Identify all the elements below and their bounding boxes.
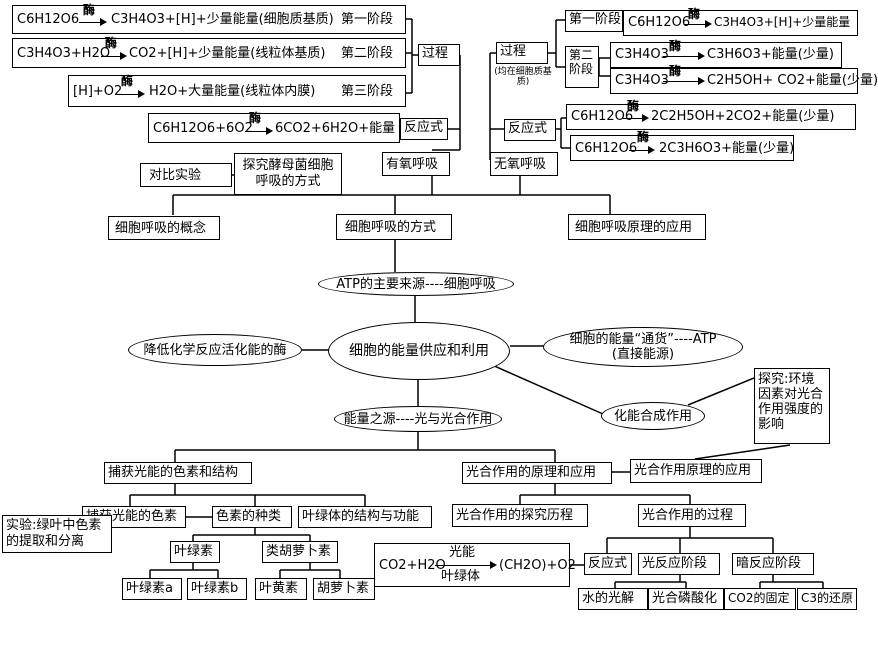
compare-exp-box: 对比实验 bbox=[140, 163, 232, 187]
aerobic-eq1-box: C6H12O6 酶 C3H4O3+[H]+少量能量(细胞质基质) 第一阶段 bbox=[12, 3, 406, 34]
resp-concept-box: 细胞呼吸的概念 bbox=[108, 216, 220, 240]
center-ellipse: 细胞的能量供应和利用 bbox=[328, 322, 510, 380]
eq-right: 2C2H5OH+2CO2+能量(少量) bbox=[651, 109, 835, 124]
eq-right: C2H5OH+ CO2+能量(少量) bbox=[707, 73, 878, 88]
anaerobic-title-box: 无氧呼吸 bbox=[490, 152, 558, 176]
eq-right: C3H6O3+能量(少量) bbox=[707, 47, 834, 62]
aerobic-formula-box: 反应式 bbox=[400, 118, 448, 140]
xanthophyll-box: 叶黄素 bbox=[255, 578, 307, 600]
eq-left: C6H12O6 bbox=[17, 12, 80, 27]
anaerobic-s1-eq-box: C6H12O6 酶 C3H4O3+[H]+少量能量 bbox=[623, 7, 858, 36]
co2-fix-box: CO2的固定 bbox=[724, 588, 796, 610]
aerobic-total-eq-box: C6H12O6+6O2 酶 6CO2+6H2O+能量 bbox=[148, 111, 400, 143]
chemosynthesis-ellipse: 化能合成作用 bbox=[601, 402, 705, 430]
enzyme-label: 酶 bbox=[627, 99, 640, 113]
atp-source-ellipse: ATP的主要来源----细胞呼吸 bbox=[318, 272, 514, 296]
enzyme-label: 酶 bbox=[121, 74, 134, 88]
pigment-structure-box: 捕获光能的色素和结构 bbox=[104, 462, 252, 484]
stage-label: 第二阶段 bbox=[341, 46, 394, 61]
chl-b-box: 叶绿素b bbox=[187, 578, 247, 600]
eq-left: C6H12O6+6O2 bbox=[153, 121, 253, 136]
reaction-arrow-icon bbox=[101, 52, 127, 60]
photo-formula-box: 反应式 bbox=[584, 553, 632, 575]
chloroplast-box: 叶绿体的结构与功能 bbox=[298, 506, 432, 528]
photo-eq-top: 光能 bbox=[449, 545, 476, 560]
aerobic-process-box: 过程 bbox=[418, 44, 460, 66]
resp-mode-box: 细胞呼吸的方式 bbox=[336, 214, 452, 240]
aerobic-eq2-box: C3H4O3+H2O 酶 CO2+[H]+少量能量(线粒体基质) 第二阶段 bbox=[12, 36, 406, 68]
photo-eq-bottom: 叶绿体 bbox=[441, 569, 481, 584]
stage-label: 第三阶段 bbox=[341, 84, 394, 99]
water-split-box: 水的光解 bbox=[578, 588, 648, 610]
eq-right: 6CO2+6H2O+能量 bbox=[275, 121, 396, 136]
reaction-arrow-icon bbox=[684, 20, 712, 28]
carotenoids-box: 类胡萝卜素 bbox=[262, 541, 338, 563]
photo-principle-app-box: 光合作用原理的应用 bbox=[630, 459, 762, 483]
eq-left: C3H4O3 bbox=[615, 47, 669, 62]
explore-yeast-box: 探究酵母菌细胞呼吸的方式 bbox=[234, 153, 342, 195]
enzyme-label: 酶 bbox=[688, 7, 701, 21]
pigment-kinds-box: 色素的种类 bbox=[212, 506, 292, 528]
resp-application-box: 细胞呼吸原理的应用 bbox=[568, 214, 706, 240]
enzyme-label: 酶 bbox=[83, 3, 96, 17]
eq-left: C6H12O6 bbox=[628, 15, 691, 30]
photo-principle-box: 光合作用的原理和应用 bbox=[462, 462, 612, 484]
anaerobic-process-box: 过程 bbox=[496, 42, 548, 64]
experiment-box: 实验:绿叶中色素的提取和分离 bbox=[2, 515, 112, 553]
enzyme-label: 酶 bbox=[249, 111, 262, 125]
chl-a-box: 叶绿素a bbox=[122, 578, 182, 600]
atp-direct-label: (直接能源) bbox=[611, 347, 675, 362]
photo-eq-right: (CH2O)+O2 bbox=[499, 558, 576, 573]
eq-right: H2O+大量能量(线粒体内膜) bbox=[149, 84, 316, 99]
carotene-box: 胡萝卜素 bbox=[313, 578, 375, 600]
eq-left: C6H12O6 bbox=[571, 109, 634, 124]
reaction-arrow-icon bbox=[663, 77, 705, 85]
light-stage-box: 光反应阶段 bbox=[638, 553, 720, 575]
connector-lines bbox=[85, 18, 824, 588]
aerobic-eq3-box: [H]+O2 酶 H2O+大量能量(线粒体内膜) 第三阶段 bbox=[68, 74, 406, 107]
explore-env-box: 探究:环境因素对光合作用强度的影响 bbox=[754, 368, 830, 444]
eq-right: C3H4O3+[H]+少量能量(细胞质基质) bbox=[111, 12, 334, 27]
anaerobic-s2-eq-b-box: C3H4O3 酶 C2H5OH+ CO2+能量(少量) bbox=[610, 64, 878, 94]
reaction-arrow-icon bbox=[79, 18, 107, 26]
enzyme-label: 酶 bbox=[669, 64, 682, 78]
reaction-arrow-icon bbox=[245, 127, 273, 135]
anaerobic-formula-box: 反应式 bbox=[504, 119, 556, 141]
anaerobic-s2-eq-a-box: C3H4O3 酶 C3H6O3+能量(少量) bbox=[610, 39, 842, 68]
anaerobic-stage2-box: 第二阶段 bbox=[565, 46, 599, 88]
eq-right: 2C3H6O3+能量(少量) bbox=[659, 141, 795, 156]
eq-left: C6H12O6 bbox=[575, 141, 638, 156]
eq-right: C3H4O3+[H]+少量能量 bbox=[714, 15, 851, 29]
eq-left: C3H4O3+H2O bbox=[17, 46, 111, 61]
reaction-arrow-icon bbox=[623, 114, 649, 122]
photo-equation-box: CO2+H2O 光能 叶绿体 (CH2O)+O2 bbox=[374, 543, 576, 587]
anaerobic-process-note: (均在细胞质基质) bbox=[494, 67, 552, 87]
photophos-box: 光合磷酸化 bbox=[648, 588, 724, 610]
anaerobic-stage1-box: 第一阶段 bbox=[565, 10, 623, 32]
enzyme-lower-ellipse: 降低化学反应活化能的酶 bbox=[128, 334, 302, 366]
dark-stage-box: 暗反应阶段 bbox=[732, 553, 814, 575]
stage-label: 第一阶段 bbox=[341, 12, 394, 27]
eq-left: C3H4O3 bbox=[615, 73, 669, 88]
eq-left: [H]+O2 bbox=[73, 84, 123, 99]
enzyme-label: 酶 bbox=[637, 130, 650, 144]
photo-source-ellipse: 能量之源----光与光合作用 bbox=[334, 406, 502, 432]
aerobic-title-box: 有氧呼吸 bbox=[382, 152, 450, 176]
atp-currency-ellipse: 细胞的能量“通货”----ATP (直接能源) bbox=[543, 327, 743, 367]
photo-history-box: 光合作用的探究历程 bbox=[452, 504, 588, 527]
anaerobic-f-eq-a-box: C6H12O6 酶 2C2H5OH+2CO2+能量(少量) bbox=[566, 99, 856, 130]
anaerobic-f-eq-b-box: C6H12O6 酶 2C3H6O3+能量(少量) bbox=[570, 130, 795, 161]
photo-eq-left: CO2+H2O bbox=[379, 558, 446, 573]
reaction-arrow-icon bbox=[629, 146, 655, 154]
enzyme-label: 酶 bbox=[669, 39, 682, 53]
c3-reduce-box: C3的还原 bbox=[797, 588, 857, 610]
photo-process-box: 光合作用的过程 bbox=[638, 504, 746, 527]
chlorophyll-box: 叶绿素 bbox=[170, 541, 220, 563]
reaction-arrow-icon bbox=[117, 90, 145, 98]
reaction-arrow-icon bbox=[663, 52, 705, 60]
enzyme-label: 酶 bbox=[105, 36, 118, 50]
eq-right: CO2+[H]+少量能量(线粒体基质) bbox=[129, 46, 326, 61]
reaction-arrow-icon bbox=[435, 561, 497, 569]
atp-currency-label: 细胞的能量“通货”----ATP bbox=[569, 332, 717, 347]
